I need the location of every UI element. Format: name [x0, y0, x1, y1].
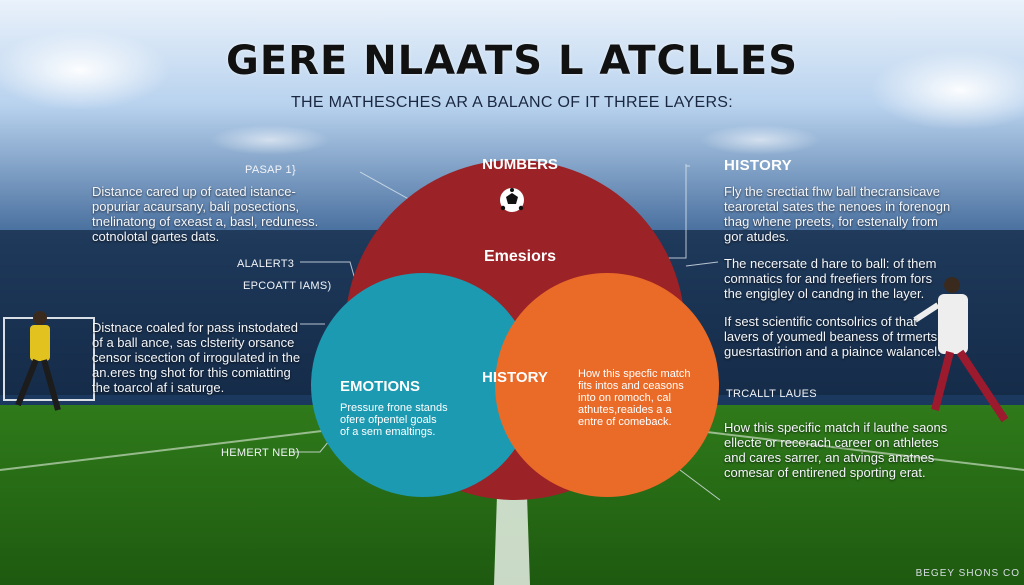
right-history-heading: HISTORY	[724, 157, 792, 174]
left-label-2: ALALERT3	[237, 258, 295, 270]
venn-circle-emotions	[311, 273, 535, 497]
text-line: comnatics for and freefiers from fors	[724, 271, 933, 286]
text-line: comesar of entirened sporting erat.	[724, 465, 926, 480]
text-line: gor atudes.	[724, 229, 790, 244]
venn-history-line: into on romoch, cal	[578, 392, 671, 404]
left-label-4: HEMERT NEB)	[221, 447, 300, 459]
venn-history-line: How this specfic match	[578, 368, 691, 380]
text-line: ellecte or recerach career on athletes	[724, 435, 939, 450]
right-block-3: If sest scientific contsolrics of that l…	[724, 314, 994, 359]
text-line: tnelinatong of exeast a, basl, reduness.	[92, 214, 319, 229]
page-subtitle: THE MATHESCHES AR A BALANC OF IT THREE L…	[290, 94, 734, 111]
left-block-1: Distance cared up of cated istance- popu…	[92, 184, 332, 244]
left-label-1: PASAP 1}	[245, 164, 296, 176]
text-line: an.eres tng shot for this comiatting	[92, 365, 291, 380]
left-block-2: Distnace coaled for pass instodated of a…	[92, 320, 332, 395]
goal-frame	[3, 317, 95, 401]
text-line: and cares sarrer, an atvings anatnes	[724, 450, 935, 465]
venn-history-line: fits intos and ceasons	[578, 380, 684, 392]
venn-emotions-line: of a sem emaltings.	[340, 426, 436, 438]
text-line: The necersate d hare to ball: of them	[724, 256, 937, 271]
text-line: censor iscection of irrogulated in the	[92, 350, 301, 365]
watermark: BEGEY SHONS CO	[915, 568, 1020, 579]
text-line: Distance cared up of cated istance-	[92, 184, 296, 199]
text-line: lavers of youmedl beaness of trmerts	[724, 329, 938, 344]
right-label: TRCALLT LAUES	[726, 388, 817, 400]
venn-top-label: NUMBERS	[482, 156, 558, 173]
right-block-4: How this specific match if lauthe saons …	[724, 420, 1004, 480]
floodlight-left	[0, 30, 170, 110]
venn-history-title: HISTORY	[482, 369, 548, 386]
text-line: Distnace coaled for pass instodated	[92, 320, 298, 335]
left-label-3: EPCOATT IAMS)	[243, 280, 332, 292]
venn-emotions-line: ofere ofpentel goals	[340, 414, 437, 426]
text-line: guesrtastirion and a piaince walancel.	[724, 344, 941, 359]
right-block-2: The necersate d hare to ball: of them co…	[724, 256, 994, 301]
venn-circle-history	[495, 273, 719, 497]
text-line: thag whene preets, for estenally from	[724, 214, 938, 229]
text-line: If sest scientific contsolrics of that	[724, 314, 917, 329]
text-line: the engigley ol candng in the layer.	[724, 286, 925, 301]
text-line: How this specific match if lauthe saons	[724, 420, 948, 435]
right-block-1: Fly the srectiat fhw ball thecransicave …	[724, 184, 994, 244]
text-line: Fly the srectiat fhw ball thecransicave	[724, 184, 941, 199]
page-title: GERE NLAATS L ATCLLES	[225, 38, 798, 84]
venn-emotions-body: Pressure frone stands ofere ofpentel goa…	[340, 402, 480, 438]
text-line: the toarcol af i saturge.	[92, 380, 225, 395]
venn-history-line: athutes,reaides a a	[578, 404, 672, 416]
venn-history-body: How this specfic match fits intos and ce…	[578, 368, 718, 428]
player-right	[913, 277, 1009, 423]
text-line: tearoretal sates the nenoes in forenogn	[724, 199, 951, 214]
soccer-ball-icon	[500, 188, 524, 212]
text-line: popuriar acaursany, bali posections,	[92, 199, 300, 214]
text-line: of a ball ance, sas clsterity orsance	[92, 335, 295, 350]
floodlight-right	[870, 50, 1024, 130]
venn-emotions-title: EMOTIONS	[340, 378, 421, 395]
venn-emotions-line: Pressure frone stands	[340, 402, 448, 414]
venn-history-line: entre of comeback.	[578, 416, 672, 428]
venn-center-label: Emesiors	[483, 248, 557, 265]
player-left	[15, 311, 61, 411]
text-line: cotnolotal gartes dats.	[92, 229, 220, 244]
